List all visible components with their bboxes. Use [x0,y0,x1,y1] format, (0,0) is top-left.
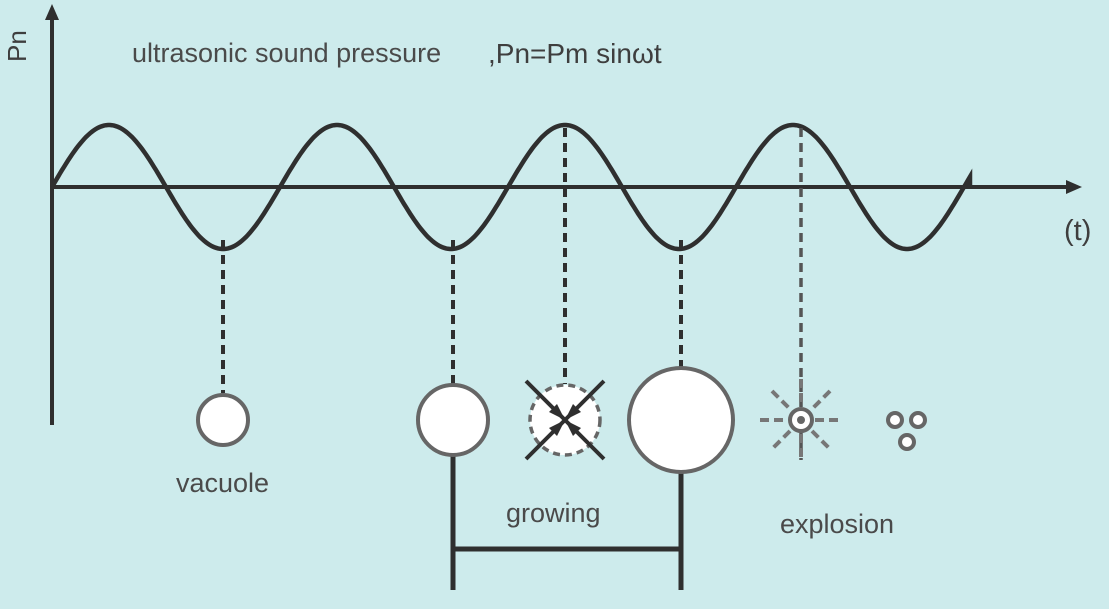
fragment-bubble-3 [898,433,916,451]
pressure-wave [50,122,973,252]
caption-growing: growing [506,498,601,528]
bubble-collapsing [524,379,606,461]
bubble-largest [627,366,735,474]
fragment-bubble-1 [886,411,904,429]
y-axis-arrow [45,4,59,20]
explosion-burst-icon [760,379,842,461]
diagram-title: ultrasonic sound pressure [132,38,442,68]
fragment-bubble-2 [909,411,927,429]
x-axis-arrow [1066,180,1082,194]
pressure-formula: ,Pn=Pm sinωt [488,38,662,69]
explosion-core-dot [797,416,805,424]
caption-explosion: explosion [780,509,895,539]
caption-vacuole: vacuole [176,468,270,498]
bubble-growing [416,383,490,457]
y-axis-label: Pn [2,30,32,62]
x-axis-label: (t) [1064,215,1092,247]
bubble-vacuole [196,393,250,447]
